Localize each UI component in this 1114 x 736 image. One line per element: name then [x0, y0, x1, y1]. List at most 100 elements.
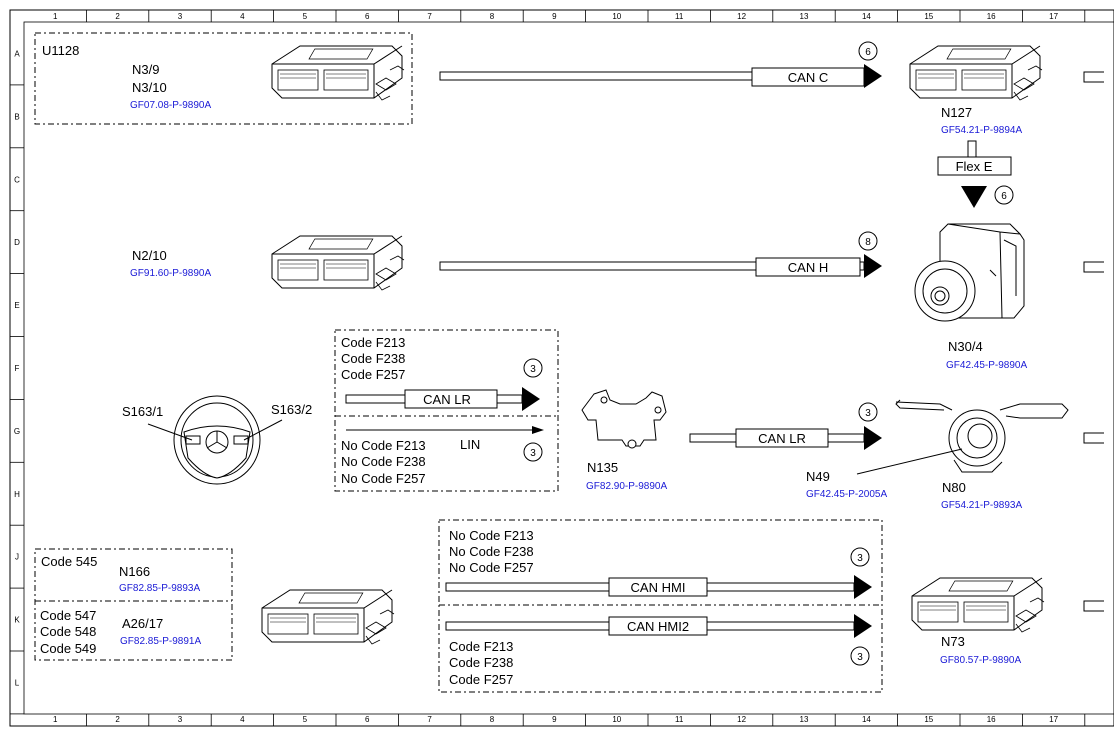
- code-548: Code 548: [40, 624, 96, 639]
- grid-row-label: C: [14, 175, 20, 184]
- n3-ecu-icon: [271, 45, 405, 101]
- n30-4-module-icon: [914, 223, 1025, 322]
- grid-row-label: K: [14, 616, 20, 625]
- grid-col-label: 6: [365, 715, 370, 724]
- n73-ref[interactable]: GF80.57-P-9890A: [940, 655, 1021, 666]
- grid-col-label: 15: [924, 715, 933, 724]
- n80-label: N80: [942, 480, 966, 495]
- s163-2-leader: [243, 419, 283, 441]
- n166-label: N166: [119, 564, 150, 579]
- nocode-top-3: No Code F257: [341, 471, 426, 486]
- n3-ref[interactable]: GF07.08-P-9890A: [130, 100, 211, 111]
- n80-ref[interactable]: GF54.21-P-9893A: [941, 500, 1022, 511]
- code-top-1: Code F213: [341, 335, 405, 350]
- code-top-3: Code F257: [341, 367, 405, 382]
- grid-col-label: 14: [862, 715, 871, 724]
- grid-col-label: 13: [800, 12, 809, 21]
- flex-e-arrow-icon: [961, 186, 987, 208]
- code-545: Code 545: [41, 554, 97, 569]
- flex-e-line: [967, 140, 977, 158]
- n49-leader: [856, 448, 963, 475]
- n2-10-label: N2/10: [132, 248, 167, 263]
- can-c-label: CAN C: [788, 70, 828, 85]
- grid-row-label: A: [14, 49, 20, 58]
- can-lr-2-label: CAN LR: [758, 431, 806, 446]
- lin-num: 3: [530, 448, 536, 459]
- n49-label: N49: [806, 469, 830, 484]
- grid-row-label: H: [14, 490, 20, 499]
- grid-row-label: F: [15, 364, 20, 373]
- grid-col-label: 5: [303, 715, 308, 724]
- grid-col-label: 2: [115, 12, 120, 21]
- code-box-middle: [334, 329, 559, 492]
- nocode-bottom-3: No Code F257: [449, 560, 534, 575]
- steering-wheel-icon: [173, 395, 261, 485]
- can-lr-1-num: 3: [530, 364, 536, 375]
- flex-e-num: 6: [1001, 191, 1007, 202]
- can-lr-2-num-circle: [858, 402, 878, 422]
- n2-10-ecu-icon: [271, 235, 405, 291]
- n135-ref[interactable]: GF82.90-P-9890A: [586, 481, 667, 492]
- flex-e-box: [937, 156, 1012, 176]
- lin-label: LIN: [460, 437, 480, 452]
- continuation-stub: [1083, 432, 1104, 444]
- grid-col-label: 2: [115, 715, 120, 724]
- can-lr-1-arrow-icon: [522, 387, 540, 411]
- n166-ref[interactable]: GF82.85-P-9893A: [119, 583, 200, 594]
- can-lr-1-box: [404, 389, 498, 409]
- can-h-box: [755, 257, 861, 277]
- frame-outer: [9, 9, 1114, 727]
- code-bottom-3: Code F257: [449, 672, 513, 687]
- grid-col-label: 11: [675, 715, 684, 724]
- grid-row-label: G: [14, 427, 20, 436]
- a26-17-ref[interactable]: GF82.85-P-9891A: [120, 636, 201, 647]
- grid-col-label: 4: [240, 12, 245, 21]
- u1128-box: [34, 32, 413, 125]
- continuation-stub: [1083, 71, 1104, 83]
- n30-4-ref[interactable]: GF42.45-P-9890A: [946, 360, 1027, 371]
- code-549: Code 549: [40, 641, 96, 656]
- grid-col-label: 10: [612, 715, 621, 724]
- a26-17-label: A26/17: [122, 616, 163, 631]
- grid-col-label: 12: [737, 12, 746, 21]
- can-h-num-circle: [858, 231, 878, 251]
- can-hmi2-label: CAN HMI2: [627, 619, 689, 634]
- grid-row-label: L: [15, 678, 20, 687]
- code-box-left: [34, 548, 233, 661]
- can-hmi-num: 3: [857, 553, 863, 564]
- can-h-label: CAN H: [788, 260, 828, 275]
- grid-col-label: 8: [490, 715, 495, 724]
- n3-10-label: N3/10: [132, 80, 167, 95]
- can-hmi2-arrow-icon: [854, 614, 872, 638]
- grid-col-label: 7: [427, 715, 432, 724]
- grid-col-label: 7: [427, 12, 432, 21]
- grid-col-label: 16: [987, 715, 996, 724]
- grid-col-label: 1: [53, 12, 58, 21]
- can-lr-2-num: 3: [865, 408, 871, 419]
- grid-col-label: 5: [303, 12, 308, 21]
- lin-num-circle: [523, 442, 543, 462]
- n30-4-label: N30/4: [948, 339, 983, 354]
- can-hmi2-num: 3: [857, 652, 863, 663]
- nocode-top-2: No Code F238: [341, 454, 426, 469]
- nocode-bottom-1: No Code F213: [449, 528, 534, 543]
- can-hmi-label: CAN HMI: [631, 580, 686, 595]
- n135-label: N135: [587, 460, 618, 475]
- a26-17-ecu-icon: [261, 589, 395, 645]
- grid-col-label: 14: [862, 12, 871, 21]
- flex-e-num-circle: [994, 185, 1014, 205]
- can-c-num: 6: [865, 47, 871, 58]
- n2-10-ref[interactable]: GF91.60-P-9890A: [130, 268, 211, 279]
- grid-col-label: 11: [675, 12, 684, 21]
- code-box-hmi: [438, 519, 883, 693]
- n127-ref[interactable]: GF54.21-P-9894A: [941, 125, 1022, 136]
- grid-col-label: 1: [53, 715, 58, 724]
- s163-1-leader: [147, 423, 193, 441]
- grid-col-label: 8: [490, 12, 495, 21]
- frame-inner: [23, 21, 1114, 715]
- grid-col-label: 9: [552, 12, 557, 21]
- n127-ecu-icon: [909, 45, 1043, 101]
- can-lr-2-box: [735, 428, 829, 448]
- n49-ref[interactable]: GF42.45-P-2005A: [806, 489, 887, 500]
